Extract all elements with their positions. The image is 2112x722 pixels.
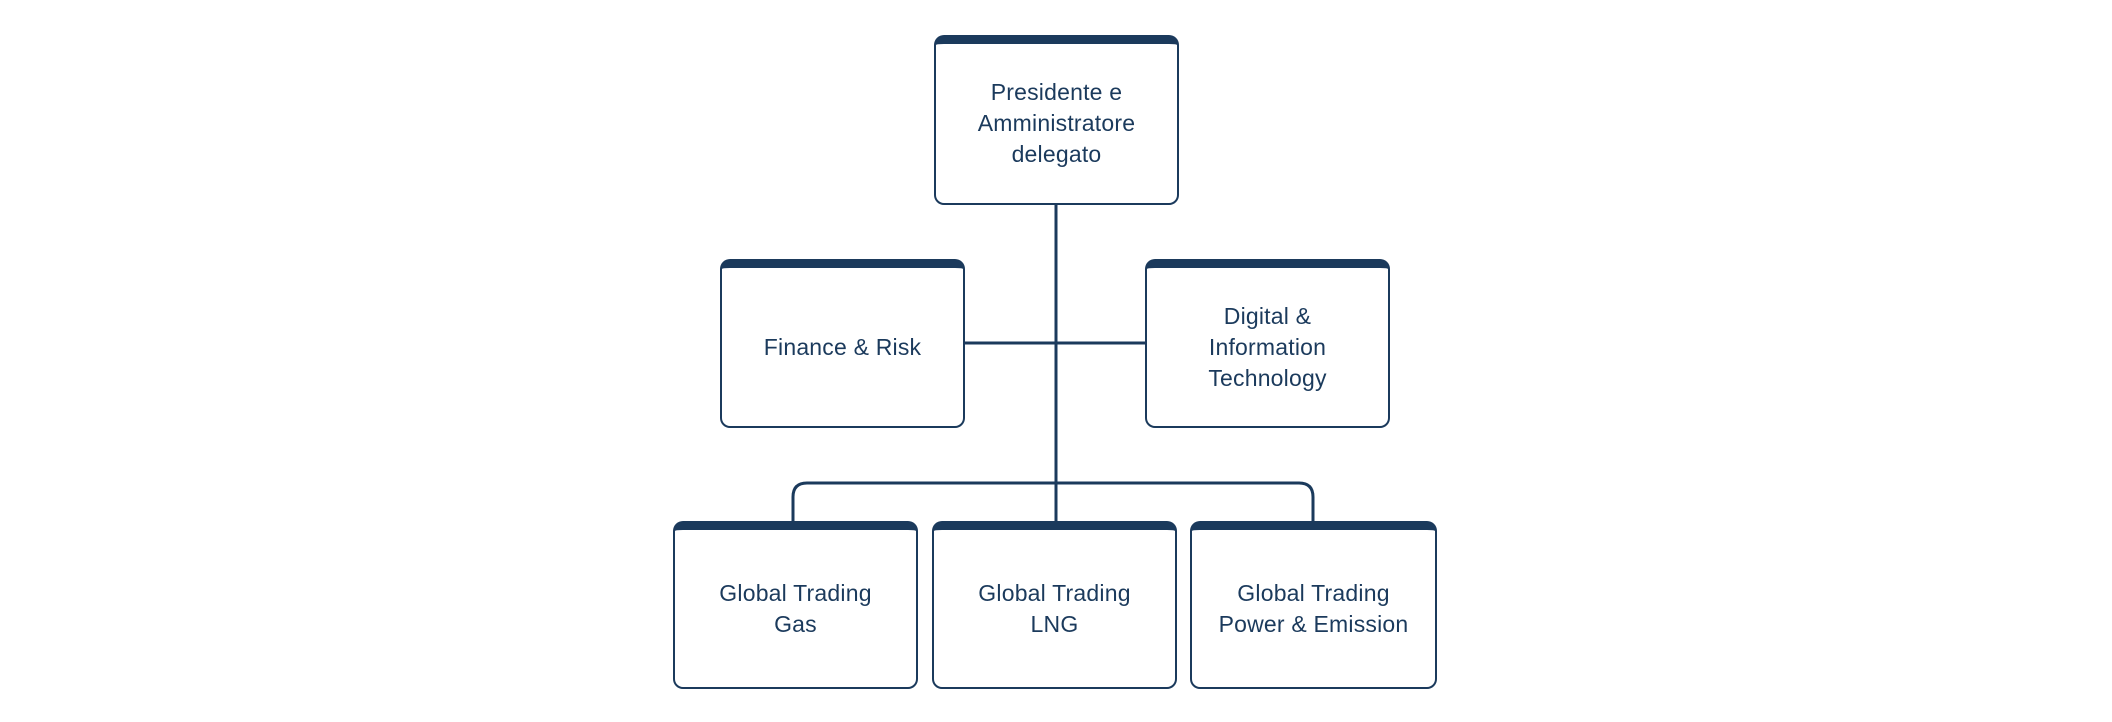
org-node-finance-risk: Finance & Risk <box>720 259 965 428</box>
org-node-label: Global Trading LNG <box>978 579 1131 637</box>
org-node-label: Presidente e Amministratore delegato <box>977 79 1136 167</box>
org-node-label: Global Trading Gas <box>719 579 872 637</box>
org-node-global-trading-gas: Global Trading Gas <box>673 521 918 689</box>
org-node-label: Global Trading Power & Emission <box>1218 579 1409 637</box>
org-node-label: Digital & Information Technology <box>1208 302 1327 391</box>
org-node-label: Finance & Risk <box>763 333 922 360</box>
org-node-digital-information-technology: Digital & Information Technology <box>1145 259 1390 428</box>
connector-level3-branch <box>791 481 1315 521</box>
org-node-global-trading-lng: Global Trading LNG <box>932 521 1177 689</box>
org-node-global-trading-power-emission: Global Trading Power & Emission <box>1190 521 1437 689</box>
org-node-presidente-amministratore-delegato: Presidente e Amministratore delegato <box>934 35 1179 205</box>
